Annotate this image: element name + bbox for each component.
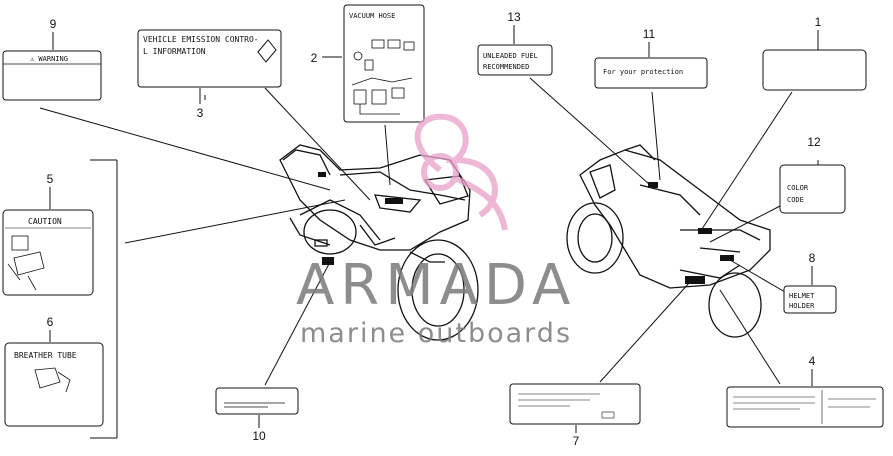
side-cover-label-mark [685, 276, 705, 284]
color-code-label-line1: COLOR [787, 184, 809, 192]
emission-label-mark [385, 198, 403, 204]
callout-8: 8 [809, 251, 816, 265]
label-10 [215, 387, 299, 415]
fork-label-mark [322, 257, 334, 265]
callout-7: 7 [573, 434, 580, 448]
color-code-label-line2: CODE [787, 196, 804, 204]
callout-12: 12 [807, 135, 821, 149]
callout-9: 9 [50, 17, 57, 31]
callout-13: 13 [507, 10, 521, 24]
label-9-warning: ⚠ WARNING [2, 50, 102, 101]
warning-label-text: ⚠ WARNING [30, 55, 68, 63]
label-11-protection: For your protection [594, 57, 708, 89]
callout-4: 4 [809, 354, 816, 368]
warning-label-mark [318, 172, 326, 177]
vacuum-hose-schematic-icon [351, 39, 415, 115]
callout-10: 10 [252, 429, 266, 443]
label-12-color-code: COLOR CODE [779, 164, 846, 214]
unleaded-label-line1: UNLEADED FUEL [483, 52, 538, 60]
watermark-tagline: marine outboards [300, 318, 572, 349]
caution-pictogram-icon [7, 235, 45, 291]
label-8-helmet-holder: HELMET HOLDER [783, 285, 837, 314]
helmet-label-line2: HOLDER [789, 302, 815, 310]
label-5-caution: CAUTION [2, 209, 94, 296]
color-code-label-mark [720, 255, 734, 261]
leader-lines [39, 48, 819, 439]
label-7 [509, 383, 641, 425]
helmet-label-line1: HELMET [789, 292, 815, 300]
emission-label-line2: L INFORMATION [143, 47, 206, 56]
vacuum-hose-label-text: VACUUM HOSE [349, 12, 395, 20]
right-motorcycle-illustration [566, 144, 771, 338]
unleaded-label-mark [648, 182, 658, 188]
left-motorcycle-illustration [279, 144, 479, 341]
protection-label-mark [698, 228, 712, 234]
label-1-blank [762, 49, 867, 91]
protection-label-text: For your protection [603, 68, 683, 76]
breather-tube-label-text: BREATHER TUBE [14, 351, 77, 360]
callout-3: 3 [197, 106, 204, 120]
wing-logo-icon [257, 39, 277, 63]
callout-6: 6 [47, 315, 54, 329]
label-13-unleaded-fuel: UNLEADED FUEL RECOMMENDED [477, 44, 553, 76]
unleaded-label-line2: RECOMMENDED [483, 63, 529, 71]
label-3-emission: VEHICLE EMISSION CONTRO- L INFORMATION [137, 29, 282, 88]
callout-5: 5 [47, 172, 54, 186]
label-2-vacuum-hose: VACUUM HOSE [343, 4, 425, 123]
breather-pictogram-icon [34, 367, 71, 393]
callout-11: 11 [643, 27, 656, 41]
callout-1: 1 [815, 15, 822, 29]
watermark-brand: ARMADA [296, 253, 576, 318]
label-4 [726, 386, 884, 428]
watermark: ARMADA marine outboards [296, 113, 576, 349]
label-6-breather-tube: BREATHER TUBE [4, 342, 104, 427]
watermark-logo-icon [414, 113, 508, 231]
emission-label-line1: VEHICLE EMISSION CONTRO- [143, 35, 259, 44]
caution-label-text: CAUTION [28, 217, 62, 226]
callout-2: 2 [311, 51, 318, 65]
